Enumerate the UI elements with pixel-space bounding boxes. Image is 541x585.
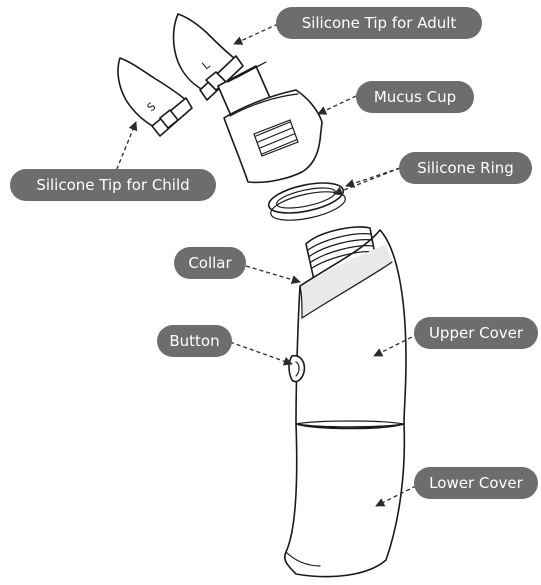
leader-mucus-cup (317, 95, 357, 115)
leader-upper-cover (373, 333, 419, 357)
leader-ring-b (333, 167, 401, 196)
button-part (288, 354, 306, 383)
leader-lower-cover (375, 485, 417, 507)
label-collar: Collar (174, 247, 246, 279)
label-silicone-ring: Silicone Ring (399, 152, 532, 184)
label-upper-cover: Upper Cover (414, 317, 538, 349)
aspirator-body (283, 226, 407, 578)
label-button: Button (157, 325, 232, 357)
leader-button (229, 341, 293, 366)
mucus-cup-grip (253, 119, 299, 157)
label-silicone-tip-adult: Silicone Tip for Adult (276, 7, 482, 39)
mucus-cup (217, 61, 323, 184)
leader-tip-adult (233, 23, 279, 45)
leader-collar (245, 265, 301, 285)
leader-tip-child (113, 121, 138, 177)
label-mucus-cup: Mucus Cup (356, 81, 474, 113)
label-lower-cover: Lower Cover (414, 467, 538, 499)
silicone-tip-child: S (117, 57, 193, 137)
label-silicone-tip-child: Silicone Tip for Child (10, 169, 216, 201)
silicone-ring (267, 182, 346, 221)
